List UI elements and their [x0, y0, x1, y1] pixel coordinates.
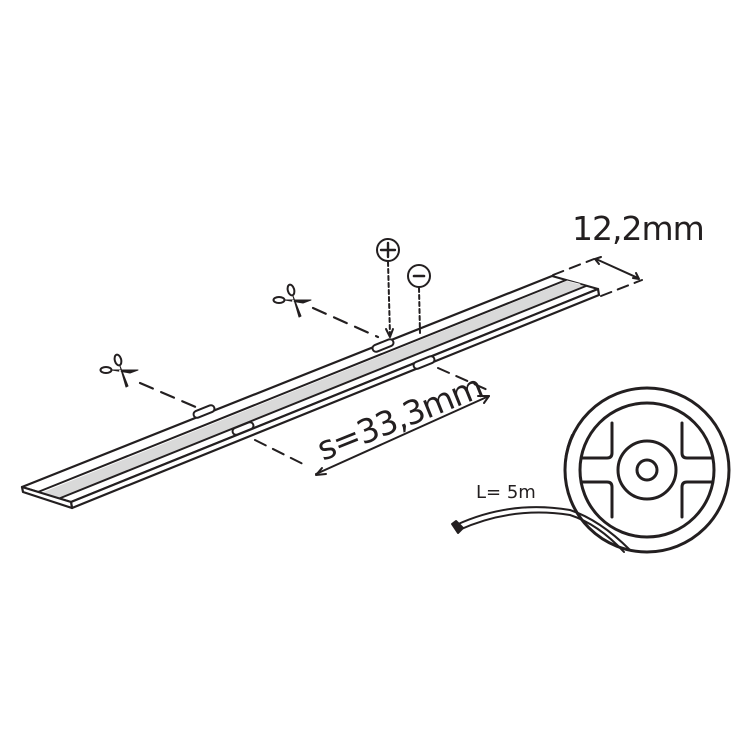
strip-led-band-fill	[41, 281, 585, 499]
strip-front-edge	[69, 287, 601, 510]
scissors-icon	[99, 353, 139, 388]
width-dimension	[552, 256, 643, 297]
minus-terminal-icon	[407, 264, 431, 334]
spacing-dimension	[254, 367, 491, 476]
scissors-icon	[272, 283, 312, 318]
plus-terminal-icon	[376, 238, 400, 338]
strip-left-end	[20, 485, 74, 510]
cut-lines	[138, 306, 380, 410]
reel-icon	[563, 386, 731, 554]
length-label: L= 5m	[476, 482, 536, 503]
reel-cable	[451, 506, 631, 553]
led-strip	[20, 274, 601, 510]
width-label: 12,2mm	[572, 209, 704, 248]
solder-pads	[192, 338, 436, 436]
